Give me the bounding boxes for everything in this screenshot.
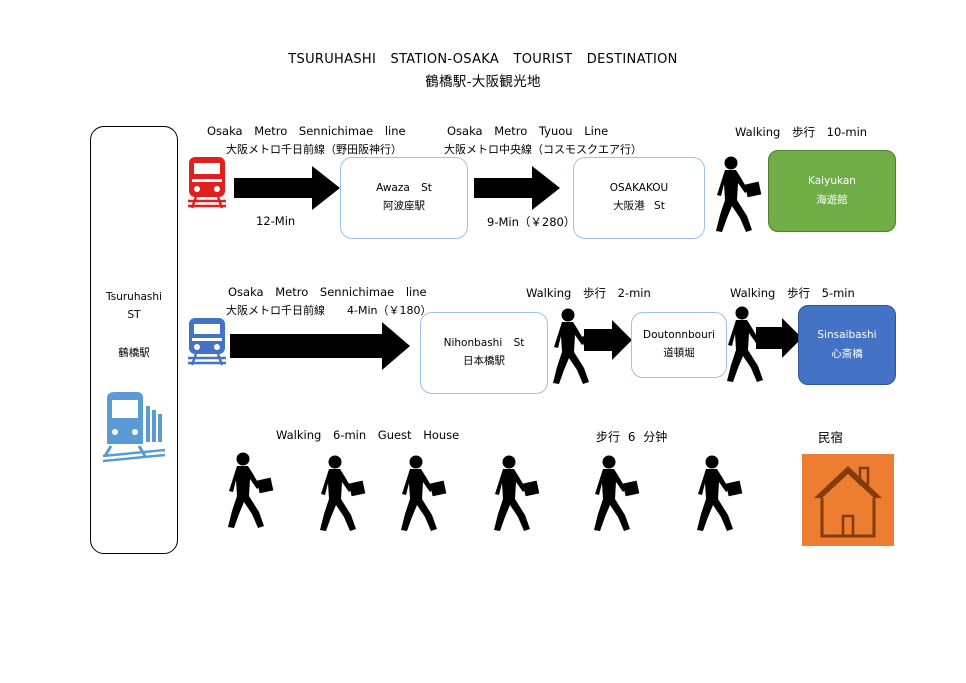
walking-person-icon <box>689 455 751 535</box>
dest-kaiyukan-name: Kaiyukan <box>808 175 856 188</box>
route1-leg1-time: 12-Min <box>256 214 296 228</box>
route2-line-jp: 大阪メトロ千日前線 <box>226 304 325 317</box>
stop-osakakou-name: OSAKAKOU <box>609 182 669 195</box>
stop-awaza-name: Awaza St <box>376 182 432 195</box>
origin-station-name: Tsuruhashi <box>106 291 162 303</box>
stop-nihonbashi-name: Nihonbashi St <box>443 337 525 350</box>
route1-walk-label: Walking 歩行 10-min <box>735 125 868 139</box>
walking-person-icon <box>586 455 648 535</box>
walking-person-icon <box>393 455 455 535</box>
route2-arrow-3 <box>756 318 802 358</box>
route1-arrow-1 <box>234 166 340 210</box>
route1-line1-label: Osaka Metro Sennichimae line <box>207 124 406 138</box>
diagram-title: TSURUHASHI STATION-OSAKA TOURIST DESTINA… <box>288 52 678 67</box>
stop-doutonnbouri: Doutonnbouri 道頓堀 <box>631 312 727 378</box>
stop-osakakou: OSAKAKOU 大阪港 St <box>573 157 705 239</box>
stop-awaza: Awaza St 阿波座駅 <box>340 157 468 239</box>
walking-person-icon <box>486 455 548 535</box>
route2-line-label: Osaka Metro Sennichimae line <box>228 285 427 299</box>
origin-station-code: ST <box>127 309 141 321</box>
route1-arrow-2 <box>474 166 560 210</box>
origin-station-panel: Tsuruhashi ST 鶴橋駅 <box>90 126 178 554</box>
route3-walk-jp: 步行 6 分钟 <box>596 430 668 444</box>
route3-walk-label: Walking 6-min Guest House <box>276 428 460 442</box>
stop-doutonnbouri-jp: 道頓堀 <box>663 347 695 359</box>
walking-person-icon <box>708 156 770 236</box>
stop-nihonbashi: Nihonbashi St 日本橋駅 <box>420 312 548 394</box>
route1-line2-label: Osaka Metro Tyuou Line <box>447 124 609 138</box>
route2-leg-time: 4-Min（￥180） <box>347 304 432 317</box>
stop-awaza-jp: 阿波座駅 <box>383 200 425 212</box>
dest-sinsaibashi-jp: 心斎橋 <box>831 348 863 360</box>
dest-sinsaibashi: Sinsaibashi 心斎橋 <box>798 305 896 385</box>
stop-osakakou-jp: 大阪港 St <box>613 200 665 212</box>
dest-kaiyukan-jp: 海遊館 <box>816 194 848 206</box>
dest-guesthouse-jp: 民宿 <box>818 430 844 445</box>
dest-kaiyukan: Kaiyukan 海遊館 <box>768 150 896 232</box>
diagram-title-jp: 鶴橋駅-大阪観光地 <box>425 74 541 90</box>
route2-walk1-label: Walking 歩行 2-min <box>526 286 651 300</box>
stop-nihonbashi-jp: 日本橋駅 <box>463 355 505 367</box>
walking-person-icon <box>220 452 282 532</box>
train-front-icon <box>102 392 166 463</box>
stop-doutonnbouri-name: Doutonnbouri <box>643 329 715 342</box>
route2-arrow-2 <box>584 320 632 360</box>
house-icon <box>802 454 894 546</box>
route1-leg2-time: 9-Min（￥280） <box>487 215 576 229</box>
route1-line2-jp: 大阪メトロ中央線（コスモスクエア行） <box>444 143 642 156</box>
route1-line1-jp: 大阪メトロ千日前線（野田阪神行） <box>226 143 402 156</box>
blue-train-icon <box>188 318 226 366</box>
red-train-icon <box>188 157 226 209</box>
route2-walk2-label: Walking 歩行 5-min <box>730 286 855 300</box>
walking-person-icon <box>312 455 374 535</box>
origin-station-jp: 鶴橋駅 <box>118 347 150 359</box>
dest-sinsaibashi-name: Sinsaibashi <box>817 329 877 342</box>
route2-arrow-1 <box>230 322 410 370</box>
